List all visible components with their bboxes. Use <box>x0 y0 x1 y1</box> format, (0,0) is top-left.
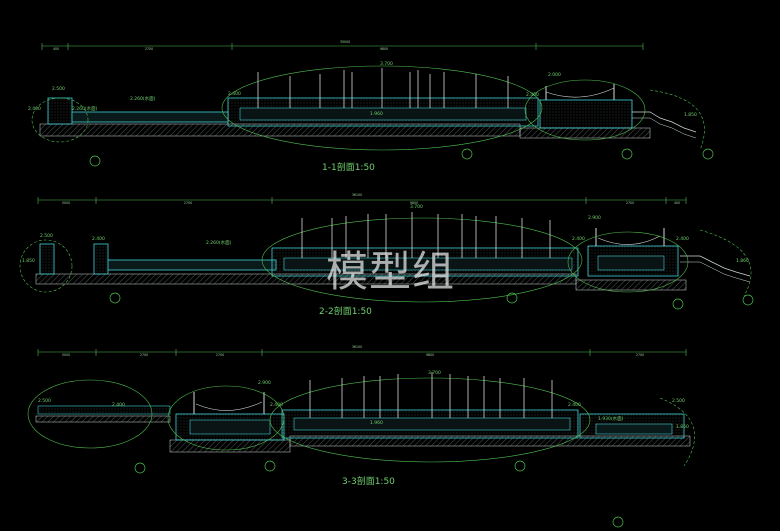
elevation-label: 1.960 <box>370 111 383 117</box>
elevation-label: 2.500 <box>52 86 65 92</box>
ground-profile-3 <box>35 392 691 453</box>
detail-markers-3 <box>134 460 624 528</box>
elevation-label: 2.400 <box>676 236 689 242</box>
elevation-label: 1.860 <box>736 258 749 264</box>
segment-dimension: 2700 <box>636 353 644 357</box>
detail-ellipses-1 <box>31 65 705 151</box>
elevation-label: 1.850 <box>676 424 689 430</box>
segment-dimension: 5000 <box>62 201 70 205</box>
section-title-1: 1-1剖面1:50 <box>322 161 375 173</box>
section-1-1: 35000 400 2700 9800 <box>28 40 714 173</box>
elevation-label: 1.850 <box>22 258 35 264</box>
dimension-line-2 <box>37 197 687 204</box>
dimension-line-3 <box>37 349 687 356</box>
elevation-label: 2.000 <box>548 72 561 78</box>
segment-dimension: 9800 <box>426 353 434 357</box>
elevation-label: 2.260(水面) <box>206 239 232 246</box>
dimension-line-1 <box>41 43 644 50</box>
segment-dimension: 2700 <box>145 47 153 51</box>
detail-ellipses-2 <box>19 217 752 303</box>
elevation-label: 2.400 <box>112 402 125 408</box>
elevation-label: 1.960 <box>370 420 383 426</box>
elevation-label: 1.850 <box>684 112 697 118</box>
elevation-label: 2.260(水面) <box>130 95 156 102</box>
segment-dimension: 9800 <box>410 201 418 205</box>
fountain-jets-1 <box>257 68 509 108</box>
elevation-label: 1.930(水面) <box>598 415 624 422</box>
ground-profile-2 <box>35 228 751 291</box>
elevation-label: 3.700 <box>380 61 393 67</box>
elevation-label: 3.700 <box>410 204 423 210</box>
detail-ellipses-3 <box>27 377 695 467</box>
segment-dimension: 9800 <box>380 47 388 51</box>
detail-markers-1 <box>89 148 714 167</box>
segment-dimension: 2700 <box>184 201 192 205</box>
fountain-jets-3 <box>309 372 553 418</box>
ground-profile-1 <box>39 84 697 139</box>
segment-dimension: 400 <box>674 201 680 205</box>
segment-dimension: 2700 <box>140 353 148 357</box>
elevation-label: 2.500 <box>38 398 51 404</box>
elevation-label: 2.400 <box>92 236 105 242</box>
elevation-label: 2.900 <box>258 380 271 386</box>
elevation-label: 2.400 <box>526 92 539 98</box>
watermark-text: 模型组 <box>326 247 456 296</box>
elevation-label: 2.500 <box>40 233 53 239</box>
overall-dimension-3: 36100 <box>352 345 362 349</box>
segment-dimension: 2700 <box>216 353 224 357</box>
elevation-label: 2.400 <box>572 236 585 242</box>
segment-dimension: 400 <box>53 47 59 51</box>
fountain-jets-2 <box>301 212 551 258</box>
section-title-2: 2-2剖面1:50 <box>319 305 372 317</box>
elevation-label: 2.260(水面) <box>72 105 98 112</box>
segment-dimension: 2700 <box>626 201 634 205</box>
segment-dimension: 5000 <box>62 353 70 357</box>
elevation-label: 2.900 <box>588 215 601 221</box>
elevation-label: 2.400 <box>270 402 283 408</box>
elevation-label: 2.400 <box>228 91 241 97</box>
elevation-label: 2.400 <box>568 402 581 408</box>
elevation-label: 2.500 <box>672 398 685 404</box>
elevation-label: 3.700 <box>428 370 441 376</box>
detail-markers-2 <box>109 292 754 310</box>
section-title-3: 3-3剖面1:50 <box>342 475 395 487</box>
overall-dimension-2: 36100 <box>352 193 362 197</box>
section-2-2: 36100 5000 2700 9800 2700 400 <box>19 193 754 317</box>
section-3-3: 36100 5000 2700 2700 9800 2700 <box>27 345 695 528</box>
elevation-label: 2.400 <box>28 106 41 112</box>
overall-dimension-1: 35000 <box>340 40 350 44</box>
